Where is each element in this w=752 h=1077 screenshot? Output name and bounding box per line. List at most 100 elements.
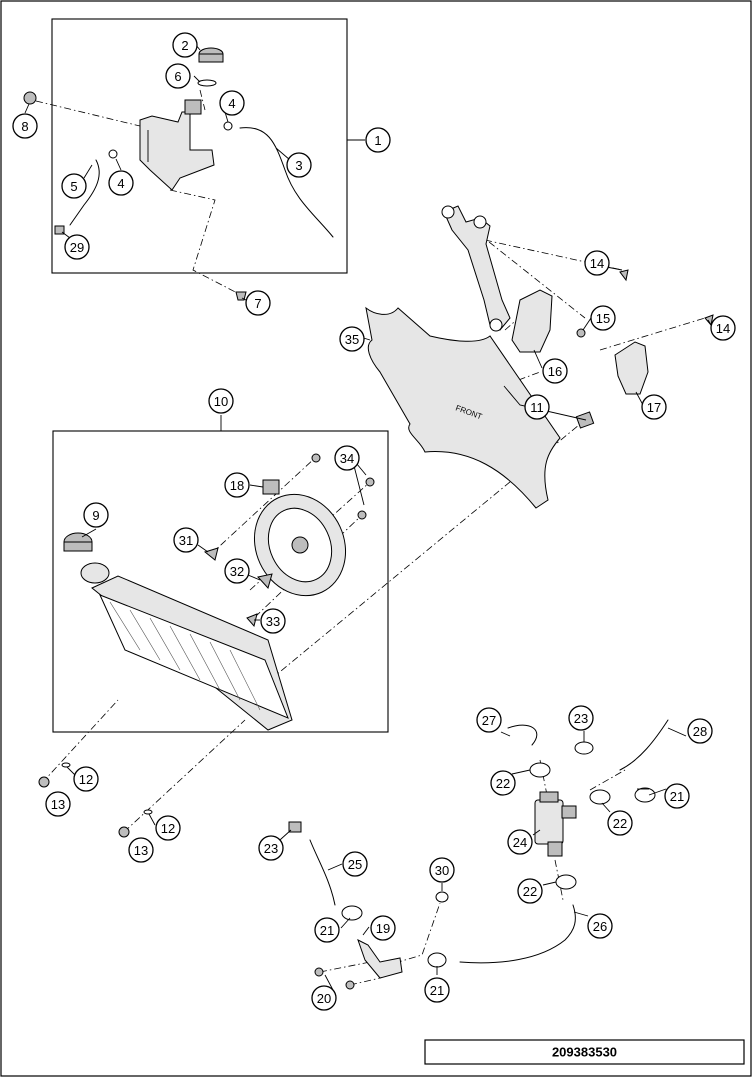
callout-30: 30 [429, 857, 455, 883]
callout-1: 1 [365, 127, 391, 153]
callout-21: 21 [314, 917, 340, 943]
callout-32: 32 [224, 558, 250, 584]
leader-lines [24, 44, 714, 991]
callout-29: 29 [64, 234, 90, 260]
callout-26: 26 [587, 913, 613, 939]
callout-14: 14 [584, 250, 610, 276]
screw-13-b [118, 826, 130, 838]
callout-number: 14 [590, 256, 604, 271]
callout-circle [490, 770, 516, 796]
fan [253, 493, 347, 597]
callout-14: 14 [710, 315, 736, 341]
callout-21: 21 [424, 977, 450, 1003]
clamp-21-c [427, 952, 447, 968]
hose-3 [239, 127, 334, 238]
callout-circle [245, 290, 271, 316]
callout-4: 4 [219, 90, 245, 116]
callout-23: 23 [258, 835, 284, 861]
callout-circle [710, 315, 736, 341]
callout-circle [219, 90, 245, 116]
callout-circle [12, 113, 38, 139]
callout-22: 22 [490, 770, 516, 796]
callout-number: 22 [523, 884, 537, 899]
clamp-23-lower [288, 821, 302, 833]
callout-4: 4 [108, 170, 134, 196]
callout-number: 2 [181, 38, 188, 53]
callout-number: 30 [435, 863, 449, 878]
callout-circle [524, 394, 550, 420]
callout-number: 21 [320, 923, 334, 938]
callout-number: 12 [161, 821, 175, 836]
callout-13: 13 [128, 837, 154, 863]
bolt-14-b [704, 314, 714, 327]
callout-15: 15 [590, 305, 616, 331]
callout-number: 21 [670, 789, 684, 804]
callout-circle [542, 358, 568, 384]
callout-31: 31 [173, 527, 199, 553]
callout-circle [155, 815, 181, 841]
callout-number: 27 [482, 713, 496, 728]
callout-number: 33 [266, 614, 280, 629]
callout-circle [641, 394, 667, 420]
screw-20-a [314, 967, 324, 977]
callout-28: 28 [687, 718, 713, 744]
callout-number: 11 [530, 400, 544, 415]
callout-circle [83, 502, 109, 528]
callout-number: 34 [340, 451, 354, 466]
callout-circle [172, 32, 198, 58]
callout-8: 8 [12, 113, 38, 139]
screw-34-b [365, 477, 375, 487]
callout-number: 22 [496, 776, 510, 791]
callout-circle [224, 472, 250, 498]
callout-number: 16 [548, 364, 562, 379]
callout-17: 17 [641, 394, 667, 420]
callout-23: 23 [568, 705, 594, 731]
callout-circle [429, 857, 455, 883]
washer-12-b [143, 809, 153, 815]
callout-circle [517, 878, 543, 904]
heat-shield [365, 306, 561, 509]
plug-8 [23, 91, 37, 105]
hose-28 [619, 719, 669, 771]
callout-5: 5 [61, 173, 87, 199]
callout-circle [476, 707, 502, 733]
callout-7: 7 [245, 290, 271, 316]
clamp-21-a [634, 787, 656, 803]
callout-circle [607, 810, 633, 836]
hose-26 [459, 904, 576, 964]
callout-number: 3 [295, 158, 302, 173]
callout-number: 15 [596, 311, 610, 326]
callout-number: 13 [51, 797, 65, 812]
fan-connector-18 [262, 479, 280, 495]
callout-number: 23 [574, 711, 588, 726]
callout-circle [587, 913, 613, 939]
callout-16: 16 [542, 358, 568, 384]
callout-6: 6 [165, 63, 191, 89]
clamp-22-c [555, 874, 577, 890]
callout-number: 4 [117, 176, 124, 191]
callout-number: 18 [230, 478, 244, 493]
callout-13: 13 [45, 791, 71, 817]
callout-circle [224, 558, 250, 584]
o-ring-30 [435, 891, 449, 903]
callout-circle [507, 829, 533, 855]
callout-number: 17 [647, 400, 661, 415]
callout-2: 2 [172, 32, 198, 58]
callout-circle [45, 791, 71, 817]
callout-25: 25 [342, 851, 368, 877]
callout-19: 19 [370, 915, 396, 941]
callout-circle [365, 127, 391, 153]
callout-11: 11 [524, 394, 550, 420]
thermostat [534, 791, 577, 857]
callout-number: 28 [693, 724, 707, 739]
callout-circle [584, 250, 610, 276]
callout-circle [286, 152, 312, 178]
radiator-cap [63, 532, 93, 552]
callout-circle [208, 388, 234, 414]
callout-circle [334, 445, 360, 471]
callout-number: 14 [716, 321, 730, 336]
callout-12: 12 [155, 815, 181, 841]
callout-circle [370, 915, 396, 941]
